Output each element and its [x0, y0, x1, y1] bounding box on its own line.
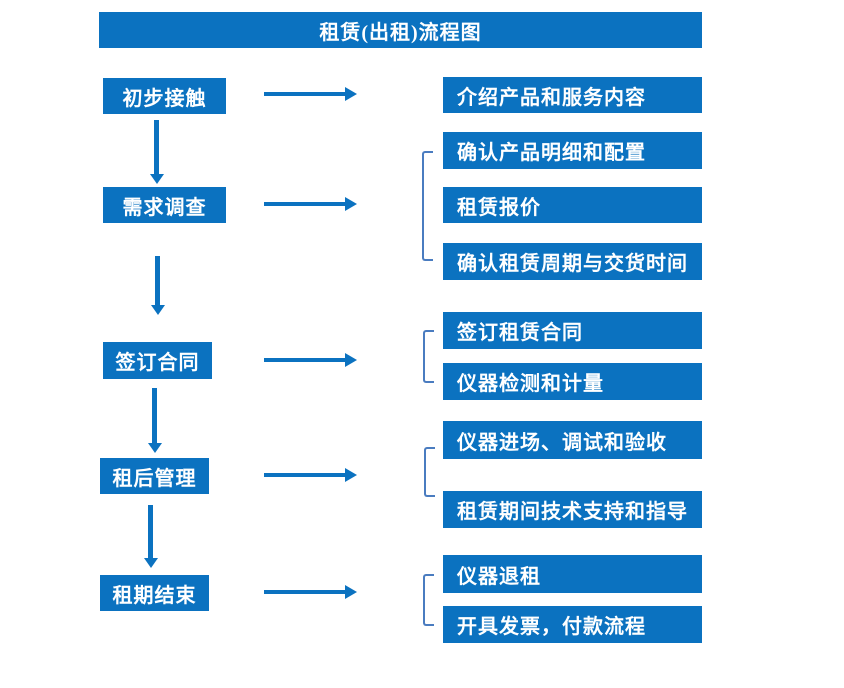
- output-box-confirm-product-details: 确认产品明细和配置: [443, 132, 702, 169]
- group-bracket: [422, 151, 433, 261]
- output-box-instrument-return: 仪器退租: [443, 555, 702, 593]
- group-bracket: [423, 574, 434, 626]
- output-box-rental-quotation: 租赁报价: [443, 187, 702, 223]
- output-box-instrument-setup: 仪器进场、调试和验收: [443, 421, 702, 459]
- arrow-down-icon: [144, 505, 158, 568]
- step-box-post-rental-management: 租后管理: [100, 458, 209, 494]
- arrow-down-icon: [151, 256, 165, 315]
- output-box-invoice-payment: 开具发票，付款流程: [443, 606, 702, 643]
- group-bracket: [423, 330, 434, 383]
- step-box-rental-end: 租期结束: [100, 575, 209, 611]
- arrow-down-icon: [150, 120, 164, 184]
- step-box-sign-contract: 签订合同: [103, 342, 212, 379]
- group-bracket: [424, 447, 435, 497]
- step-box-demand-survey: 需求调查: [103, 187, 226, 223]
- output-box-instrument-testing: 仪器检测和计量: [443, 363, 702, 400]
- page-title: 租赁(出租)流程图: [99, 12, 702, 48]
- output-box-confirm-rental-period: 确认租赁周期与交货时间: [443, 243, 702, 280]
- output-box-sign-rental-contract: 签订租赁合同: [443, 312, 702, 349]
- arrow-down-icon: [148, 388, 162, 453]
- step-box-initial-contact: 初步接触: [103, 78, 226, 114]
- output-box-technical-support: 租赁期间技术支持和指导: [443, 491, 702, 528]
- output-box-introduce-products: 介绍产品和服务内容: [443, 77, 702, 113]
